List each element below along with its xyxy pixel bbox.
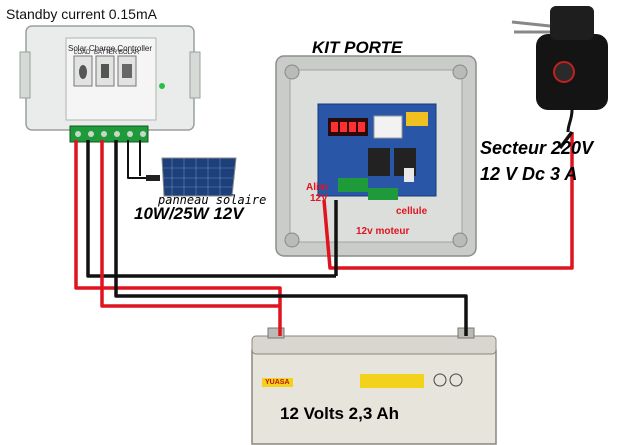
moteur-label: 12v moteur (356, 226, 410, 237)
standby-current-label: Standby current 0.15mA (6, 6, 157, 22)
power-adapter (511, 6, 608, 133)
alim-voltage-label: 12V (310, 193, 328, 204)
cellule-label: cellule (396, 206, 428, 217)
controller-title: Solar Charge Controller (68, 44, 153, 53)
controller-slot-solar: SOLAR (119, 50, 140, 56)
controller-slot-load: LOAD (74, 50, 91, 56)
solar-charge-controller (19, 25, 201, 143)
solar-panel (146, 157, 237, 197)
solar-panel-caption: panneau solaire (158, 193, 267, 207)
battery-brand-logo: YUASA (262, 378, 293, 387)
solar-panel-power-label: 10W/25W 12V (134, 204, 244, 223)
controller-slot-battery: BATTERY (94, 50, 122, 56)
wires (74, 130, 574, 336)
adapter-output-label: 12 V Dc 3 A (480, 164, 578, 184)
kit-porte-title: KIT PORTE (312, 38, 403, 57)
alim-label: Alim (306, 182, 328, 193)
battery-12v (251, 327, 497, 445)
secteur-label: Secteur 220V (480, 138, 594, 158)
battery-caption: 12 Volts 2,3 Ah (280, 404, 400, 423)
